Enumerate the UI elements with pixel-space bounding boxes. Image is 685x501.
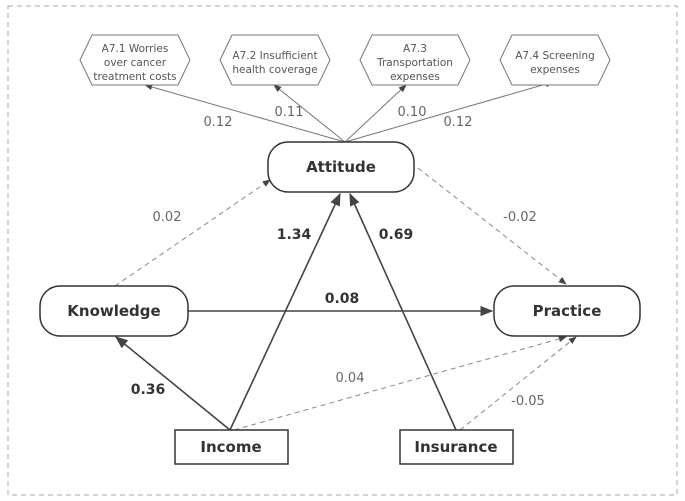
weight-a71: 0.12 (204, 115, 233, 130)
node-insurance (399, 429, 514, 465)
hexagon-shape (219, 34, 331, 86)
node-income (174, 429, 289, 465)
node-attitude (267, 141, 415, 193)
coef-insurance-practice: -0.05 (511, 394, 545, 409)
hexagon-shape (359, 34, 471, 86)
indicator-label: A7.4 Screening (515, 50, 595, 62)
arrow-attitude-a73 (344, 84, 407, 143)
indicator-label: over cancer (104, 57, 167, 69)
coef-knowledge-attitude: 0.02 (153, 210, 182, 225)
arrow-insurance-practice (459, 336, 577, 431)
coef-insurance-attitude: 0.69 (379, 227, 414, 243)
hexagon-shape (79, 34, 191, 86)
practice-label: Practice (533, 302, 602, 320)
indicator-a7-1: A7.1 Worries over cancer treatment costs (79, 34, 191, 86)
node-practice (493, 285, 641, 337)
arrow-insurance-attitude (349, 192, 457, 431)
indicator-label: health coverage (232, 64, 317, 76)
income-label: Income (200, 438, 261, 456)
indicator-a7-2: A7.2 Insufficient health coverage (219, 34, 331, 86)
coef-income-practice: 0.04 (336, 371, 365, 386)
attitude-label: Attitude (306, 158, 376, 176)
weight-a73: 0.10 (398, 105, 427, 120)
node-knowledge (39, 285, 189, 337)
indicator-label: expenses (390, 71, 440, 83)
insurance-label: Insurance (414, 438, 497, 456)
indicator-label: Transportation (376, 57, 453, 69)
outer-border (7, 5, 678, 496)
weight-a72: 0.11 (275, 105, 304, 120)
coef-attitude-practice: -0.02 (503, 210, 537, 225)
hexagon-shape (499, 34, 611, 86)
arrow-income-knowledge (115, 336, 231, 431)
arrow-attitude-a71 (144, 83, 346, 143)
arrow-knowledge-attitude (114, 179, 271, 287)
arrow-income-practice (233, 335, 567, 431)
arrow-attitude-a72 (273, 84, 346, 143)
knowledge-label: Knowledge (67, 302, 160, 320)
indicator-label: A7.1 Worries (102, 43, 169, 55)
indicator-label: A7.2 Insufficient (232, 50, 317, 62)
arrow-attitude-practice (417, 167, 567, 285)
indicator-a7-4: A7.4 Screening expenses (499, 34, 611, 86)
coef-income-knowledge: 0.36 (131, 382, 166, 398)
coef-income-attitude: 1.34 (277, 227, 312, 243)
coef-knowledge-practice: 0.08 (325, 291, 360, 307)
indicator-label: A7.3 (403, 43, 427, 55)
arrow-attitude-a74 (344, 80, 554, 143)
weight-a74: 0.12 (444, 115, 473, 130)
indicator-label: expenses (530, 64, 580, 76)
arrow-income-attitude (229, 192, 341, 431)
indicator-label: treatment costs (93, 71, 176, 83)
